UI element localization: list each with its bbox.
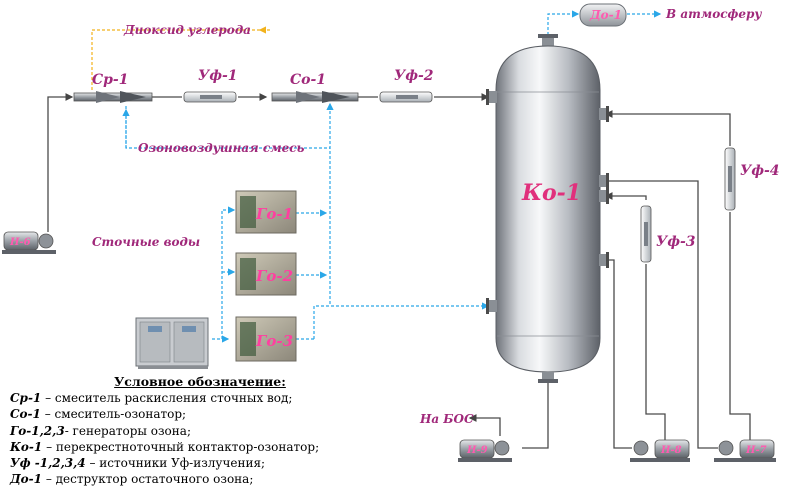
uv-lamp-uf4: Уф-4: [724, 147, 780, 211]
go3-label: Го-3: [255, 332, 293, 350]
n8-label: Н-8: [660, 445, 682, 456]
so1-label: Со-1: [290, 72, 326, 88]
go1-label: Го-1: [255, 205, 293, 223]
uf1-label: Уф-1: [198, 68, 238, 84]
n9-label: Н-9: [466, 445, 488, 456]
generator-go1: Го-1: [235, 190, 297, 234]
wastewater-note: Сточные воды: [92, 235, 200, 249]
uf4-label: Уф-4: [740, 163, 780, 179]
pump-n7: Н-7: [714, 439, 776, 462]
co2-note: Диоксид углерода: [123, 23, 251, 37]
pump-n6: Н-6: [2, 231, 56, 254]
destructor-do1: До-1: [579, 3, 627, 27]
legend-item: Со-1 – смеситель-озонатор;: [10, 407, 187, 422]
uv-lamp-uf2: Уф-2: [379, 68, 434, 103]
pump-n9: Н-9: [458, 439, 512, 462]
mixer-sr1: Ср-1: [73, 72, 153, 103]
ozone-gas-lines: [122, 10, 662, 343]
generator-go2: Го-2: [235, 252, 297, 296]
legend-title: Условное обозначение:: [114, 374, 286, 389]
uf3-label: Уф-3: [656, 234, 696, 250]
legend-item: До-1 – деструктор остаточного озона;: [10, 472, 254, 487]
do1-label: До-1: [589, 8, 622, 22]
control-cabinet: [135, 317, 209, 369]
pump-n8: Н-8: [630, 439, 690, 462]
mixer-so1: Со-1: [271, 72, 359, 103]
legend-item: Го-1,2,3- генераторы озона;: [10, 423, 191, 438]
legend: Условное обозначение: Ср-1 – смеситель р…: [10, 374, 390, 487]
uf2-label: Уф-2: [394, 68, 434, 84]
legend-item: Уф -1,2,3,4 – источники Уф-излучения;: [10, 456, 266, 471]
uv-lamp-uf1: Уф-1: [183, 68, 238, 103]
legend-item: Ко-1 – перекрестноточный контактор-озона…: [10, 439, 320, 454]
to-bos-note: На БОС: [419, 412, 474, 426]
ko1-label: Ко-1: [521, 180, 581, 206]
co2-line: [91, 26, 270, 90]
contactor-ko1: Ко-1: [486, 34, 609, 383]
sr1-label: Ср-1: [92, 72, 128, 88]
uv-lamp-uf3: Уф-3: [640, 205, 696, 263]
n6-label: Н-6: [9, 237, 31, 248]
legend-item: Ср-1 – смеситель раскисления сточных вод…: [10, 391, 293, 406]
liquid-pipes: [47, 93, 751, 449]
atmosphere-note: В атмосферу: [665, 7, 762, 21]
ozone-mix-note: Озоновоздушная смесь: [138, 141, 305, 155]
n7-label: Н-7: [745, 445, 767, 456]
generator-go3: Го-3: [235, 316, 297, 362]
go2-label: Го-2: [255, 267, 293, 285]
